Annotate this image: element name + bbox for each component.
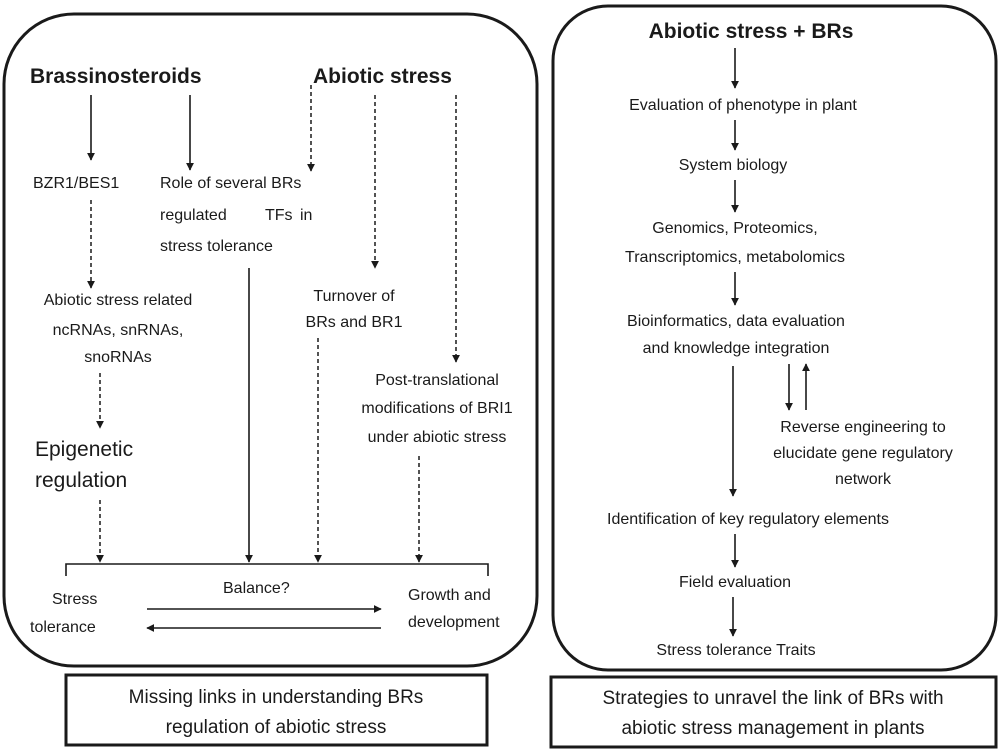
svg-text:Bioinformatics, data evaluatio: Bioinformatics, data evaluation [627, 313, 845, 330]
role-tfs-text: Role of several BRs regulated TFs in str… [160, 175, 312, 255]
balance-label: Balance? [223, 580, 290, 597]
growth-development-text: Growth and development [408, 587, 500, 631]
svg-text:tolerance: tolerance [30, 619, 96, 636]
field-evaluation-label: Field evaluation [679, 574, 791, 591]
turnover-text: Turnover of BRs and BR1 [306, 288, 403, 331]
brassinosteroids-label: Brassinosteroids [30, 65, 202, 88]
svg-text:under abiotic stress: under abiotic stress [368, 429, 507, 446]
key-elements-label: Identification of key regulatory element… [607, 511, 889, 528]
svg-text:Transcriptomics, metabolomics: Transcriptomics, metabolomics [625, 249, 845, 266]
svg-text:stress tolerance: stress tolerance [160, 238, 273, 255]
right-panel: Abiotic stress + BRs Evaluation of pheno… [551, 4, 998, 672]
svg-text:Role of several BRs: Role of several BRs [160, 175, 301, 192]
reverse-engineering-text: Reverse engineering to elucidate gene re… [773, 419, 953, 488]
svg-text:Post-translational: Post-translational [375, 372, 499, 389]
stress-tolerance-text: Stress tolerance [30, 591, 97, 636]
svg-text:development: development [408, 614, 500, 631]
svg-text:abiotic stress management in p: abiotic stress management in plants [621, 718, 924, 739]
svg-text:ncRNAs, snRNAs,: ncRNAs, snRNAs, [53, 322, 184, 339]
traits-label: Stress tolerance Traits [656, 642, 815, 659]
svg-text:Stress: Stress [52, 591, 97, 608]
left-panel-border [2, 12, 539, 668]
phenotype-label: Evaluation of phenotype in plant [629, 97, 857, 114]
ncrnas-text: Abiotic stress related ncRNAs, snRNAs, s… [44, 292, 193, 366]
svg-text:and knowledge integration: and knowledge integration [643, 340, 830, 357]
abiotic-stress-label: Abiotic stress [313, 65, 452, 88]
left-panel: Brassinosteroids Abiotic stress BZR1/BES… [2, 12, 539, 668]
system-biology-label: System biology [679, 157, 788, 174]
bracket-line [65, 563, 489, 576]
svg-text:Strategies to unravel the link: Strategies to unravel the link of BRs wi… [602, 688, 943, 709]
svg-text:Abiotic stress related: Abiotic stress related [44, 292, 193, 309]
post-translational-text: Post-translational modifications of BRI1… [361, 372, 512, 446]
svg-text:Genomics, Proteomics,: Genomics, Proteomics, [652, 220, 817, 237]
right-caption-box: Strategies to unravel the link of BRs wi… [549, 675, 998, 749]
right-title: Abiotic stress + BRs [649, 20, 854, 43]
svg-text:network: network [835, 471, 892, 488]
epigenetic-regulation-text: Epigenetic regulation [35, 438, 133, 492]
svg-text:regulated: regulated [160, 207, 227, 224]
bzr1-bes1-label: BZR1/BES1 [33, 175, 119, 192]
svg-text:elucidate gene regulatory: elucidate gene regulatory [773, 445, 953, 462]
svg-text:Turnover of: Turnover of [313, 288, 395, 305]
svg-text:BRs and BR1: BRs and BR1 [306, 314, 403, 331]
right-panel-border [551, 4, 998, 672]
svg-text:regulation of abiotic stress: regulation of abiotic stress [166, 717, 387, 738]
svg-text:snoRNAs: snoRNAs [84, 349, 152, 366]
svg-text:Growth and: Growth and [408, 587, 491, 604]
svg-text:Reverse engineering to: Reverse engineering to [780, 419, 946, 436]
omics-text: Genomics, Proteomics, Transcriptomics, m… [625, 220, 845, 266]
svg-text:modifications of BRI1: modifications of BRI1 [361, 400, 512, 417]
svg-text:Epigenetic: Epigenetic [35, 438, 133, 461]
svg-text:regulation: regulation [35, 469, 127, 492]
svg-text:in: in [300, 207, 312, 224]
bioinformatics-text: Bioinformatics, data evaluation and know… [627, 313, 845, 357]
svg-text:TFs: TFs [265, 207, 293, 224]
left-caption-box: Missing links in understanding BRs regul… [64, 673, 489, 747]
svg-text:Missing links in understanding: Missing links in understanding BRs [129, 687, 424, 708]
